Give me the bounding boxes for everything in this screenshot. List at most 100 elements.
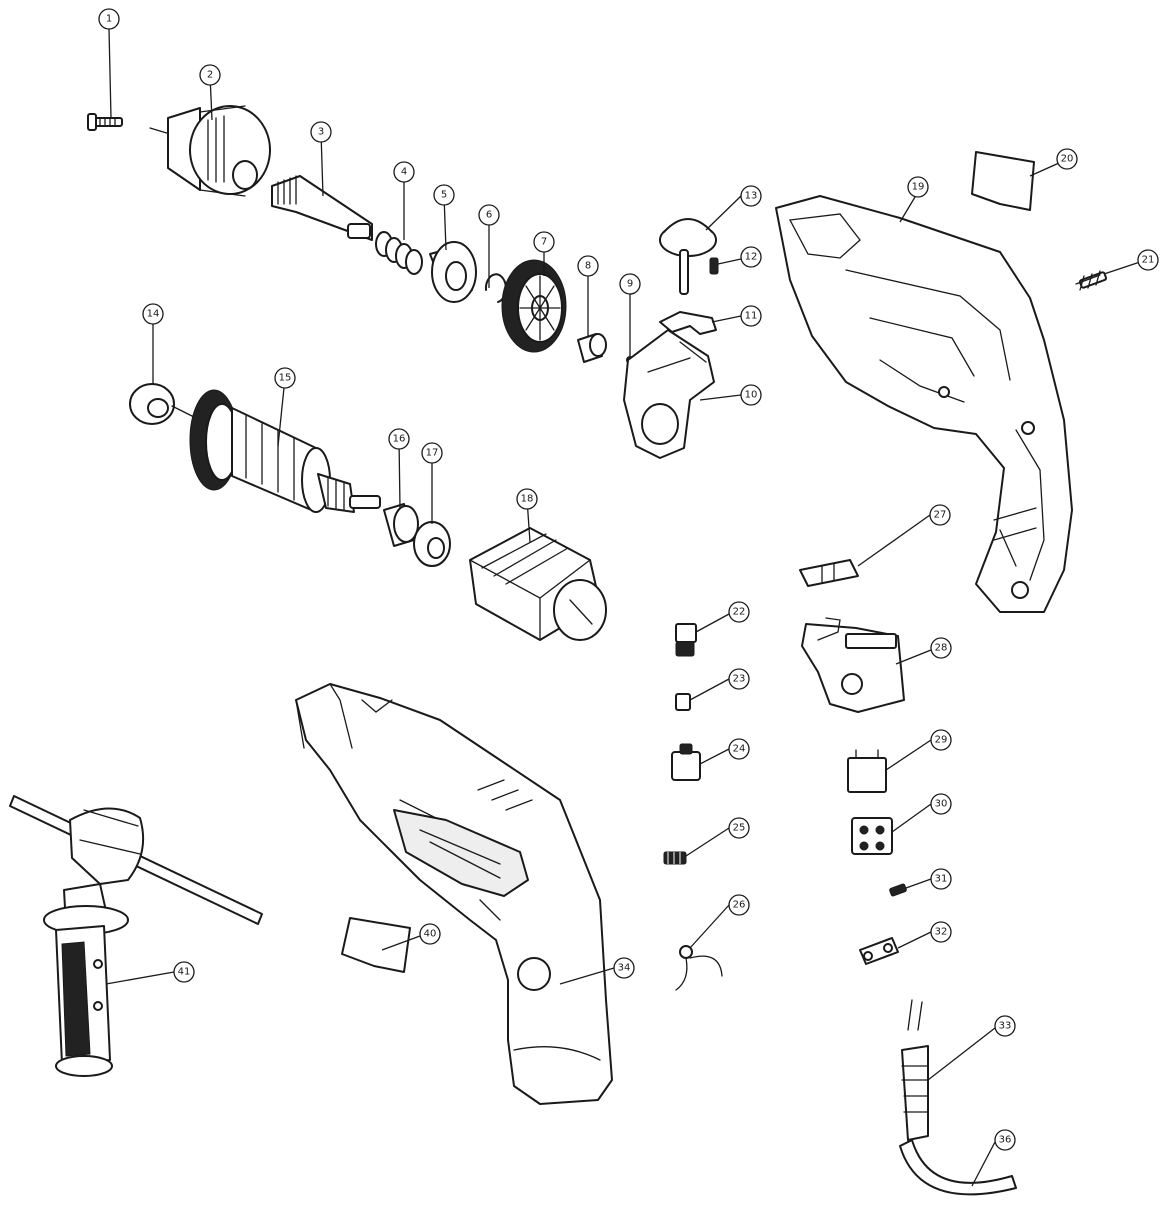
callout-14: 14 [142,303,164,325]
callout-11: 11 [740,305,762,327]
callout-27: 27 [929,504,951,526]
callout-label: 8 [585,261,591,272]
callout-label: 27 [934,510,947,521]
part-drill-housing-34 [295,683,613,1105]
callout-label: 25 [733,823,746,834]
part-mode-knob-13 [659,218,717,295]
callout-label: 7 [541,237,547,248]
part-brush-23 [675,693,691,711]
callout-31: 31 [930,868,952,890]
callout-label: 41 [178,967,191,978]
callout-1: 1 [98,8,120,30]
callout-label: 20 [1061,154,1074,165]
part-label-20 [971,151,1035,211]
callout-13: 13 [740,185,762,207]
callout-23: 23 [728,668,750,690]
callout-label: 33 [999,1021,1012,1032]
part-aux-handle-41 [9,795,263,1077]
callout-15: 15 [274,367,296,389]
callout-label: 6 [486,210,492,221]
callout-label: 17 [426,448,439,459]
part-brush-holder-22 [675,623,697,657]
callout-16: 16 [388,428,410,450]
part-bearing-5 [429,241,477,303]
callout-36: 36 [994,1129,1016,1151]
callout-25: 25 [728,817,750,839]
callout-label: 13 [745,191,758,202]
part-bearing-16 [383,503,419,547]
part-bearing-17 [413,521,451,567]
callout-label: 1 [106,14,112,25]
callout-label: 21 [1142,255,1155,266]
callout-40: 40 [419,923,441,945]
callout-28: 28 [930,637,952,659]
callout-label: 32 [935,927,948,938]
callout-41: 41 [173,961,195,983]
part-screw-31 [889,883,907,897]
part-wire-26 [675,945,723,991]
callout-label: 10 [745,390,758,401]
part-block-24 [671,743,701,781]
leader-lines [105,28,1141,1187]
callout-label: 24 [733,744,746,755]
callout-9: 9 [619,273,641,295]
callout-19: 19 [907,176,929,198]
callout-20: 20 [1056,148,1078,170]
callout-10: 10 [740,384,762,406]
part-cord-clamp-32 [859,937,899,965]
callout-label: 29 [935,735,948,746]
callout-22: 22 [728,601,750,623]
callout-8: 8 [577,255,599,277]
part-spindle-3 [271,175,373,241]
callout-label: 5 [441,190,447,201]
callout-24: 24 [728,738,750,760]
part-spring-12 [709,257,719,275]
callout-18: 18 [516,488,538,510]
part-needle-bearing-8 [577,333,607,363]
callout-label: 26 [733,900,746,911]
callout-32: 32 [930,921,952,943]
part-switch-plate-27 [799,559,859,587]
callout-21: 21 [1137,249,1159,271]
callout-label: 40 [424,929,437,940]
callout-12: 12 [740,246,762,268]
callout-label: 23 [733,674,746,685]
part-clip-25 [663,851,687,865]
part-housing-half-19 [775,195,1073,613]
callout-label: 22 [733,607,746,618]
callout-29: 29 [930,729,952,751]
part-drill-chuck-2 [149,105,271,197]
callout-label: 18 [521,494,534,505]
part-cord-guard-33 [901,999,929,1141]
callout-label: 28 [935,643,948,654]
callout-26: 26 [728,894,750,916]
part-clip-11 [659,311,717,335]
callout-label: 15 [279,373,292,384]
callout-label: 12 [745,252,758,263]
callout-2: 2 [199,64,221,86]
callout-label: 14 [147,309,160,320]
callout-3: 3 [310,121,332,143]
callout-34: 34 [613,957,635,979]
part-gearbox-plate-10 [623,329,715,459]
callout-label: 34 [618,963,631,974]
callout-4: 4 [393,161,415,183]
callout-label: 16 [393,434,406,445]
callout-label: 11 [745,311,758,322]
part-switch-28 [801,617,905,713]
callout-30: 30 [930,793,952,815]
part-screw-21 [1075,270,1108,291]
part-terminal-block-30 [851,817,893,855]
callout-label: 19 [912,182,925,193]
callout-label: 4 [401,167,407,178]
callout-5: 5 [433,184,455,206]
callout-label: 2 [207,70,213,81]
callout-label: 31 [935,874,948,885]
callout-label: 3 [318,127,324,138]
part-stator-18 [469,527,607,641]
callout-17: 17 [421,442,443,464]
callout-6: 6 [478,204,500,226]
part-screw-1 [87,113,123,131]
callout-label: 30 [935,799,948,810]
